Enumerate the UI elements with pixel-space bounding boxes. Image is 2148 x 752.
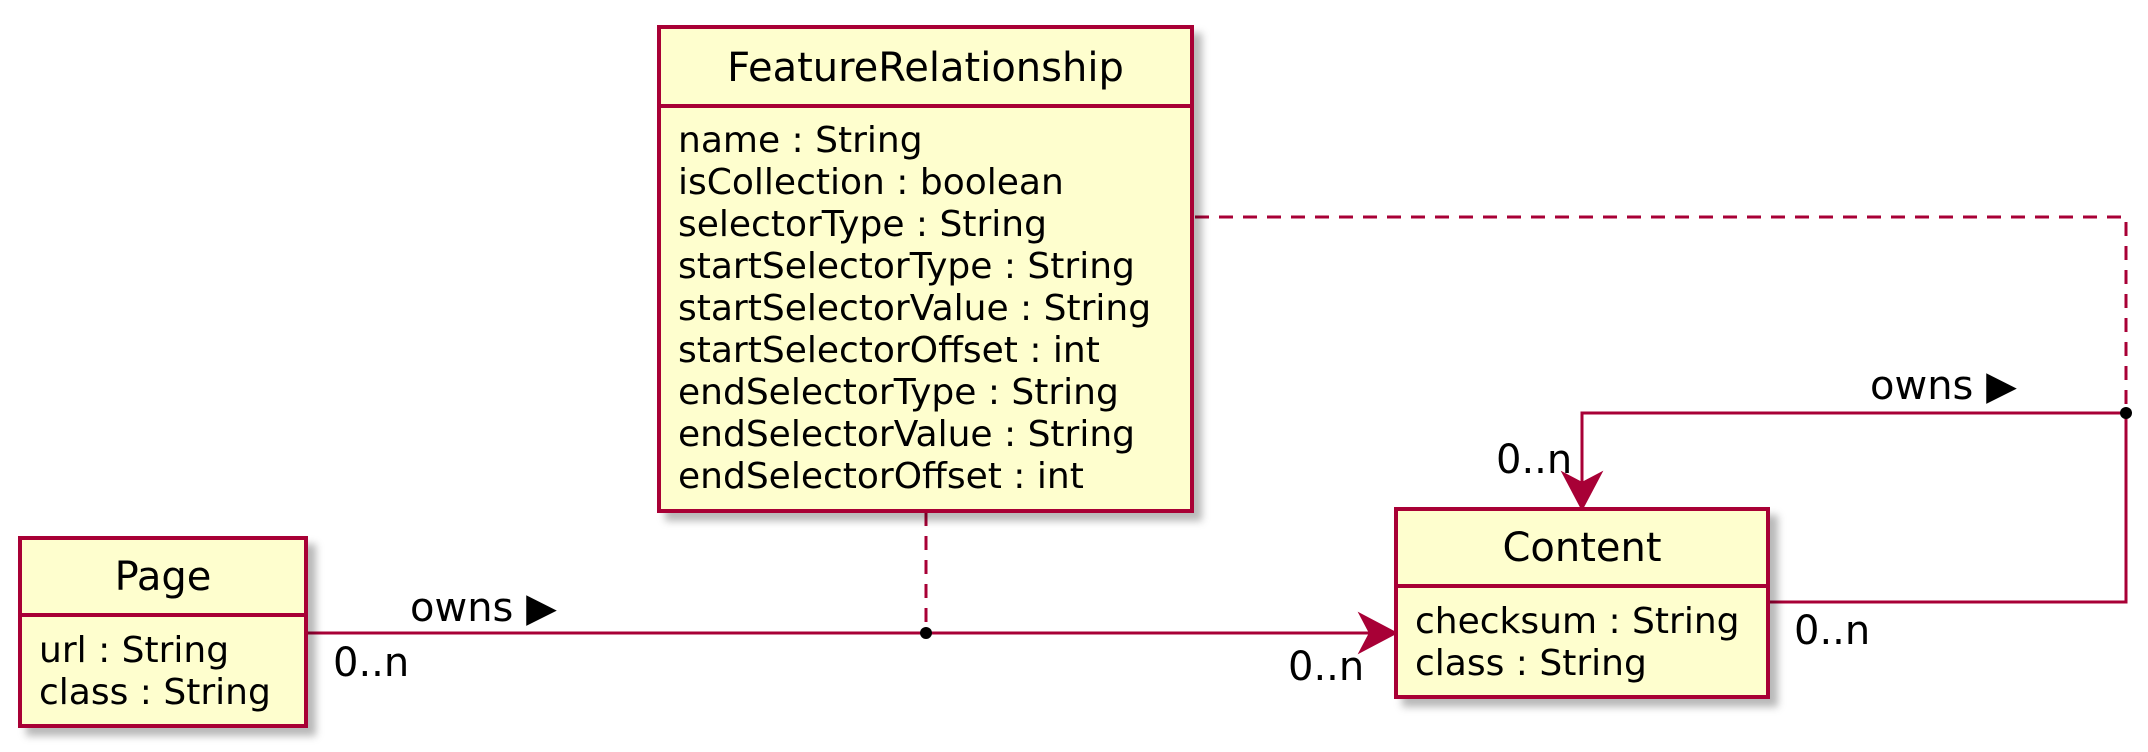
arrowhead-icon — [1357, 611, 1399, 655]
association-page-content: owns ▶ 0..n 0..n — [306, 585, 1399, 690]
junction-dot — [920, 627, 932, 639]
class-attribute: endSelectorValue : String — [678, 414, 1135, 455]
class-attribute: isCollection : boolean — [678, 162, 1064, 203]
class-box — [18, 536, 308, 728]
class-content[interactable]: Content checksum : String class : String — [1394, 507, 1770, 699]
arrowhead-icon — [1560, 470, 1604, 512]
class-name: Page — [115, 554, 212, 600]
source-multiplicity: 0..n — [333, 640, 409, 686]
class-attribute: startSelectorOffset : int — [678, 330, 1100, 371]
class-page[interactable]: Page url : String class : String — [18, 536, 308, 728]
class-attribute: endSelectorType : String — [678, 372, 1119, 413]
target-multiplicity: 0..n — [1496, 437, 1572, 483]
class-attribute: endSelectorOffset : int — [678, 456, 1084, 497]
class-attribute: selectorType : String — [678, 204, 1047, 245]
class-attribute: class : String — [39, 672, 271, 713]
association-label: owns ▶ — [1870, 363, 2017, 409]
class-attribute: url : String — [39, 630, 229, 671]
class-feature-relationship[interactable]: FeatureRelationship name : String isColl… — [657, 25, 1194, 513]
target-multiplicity: 0..n — [1288, 644, 1364, 690]
association-class-links — [920, 215, 2132, 639]
dashed-link-content-self — [1195, 215, 2128, 413]
junction-dot — [2120, 407, 2132, 419]
class-attribute: name : String — [678, 120, 923, 161]
class-box — [1394, 507, 1770, 699]
class-attribute: class : String — [1415, 643, 1647, 684]
class-name: Content — [1502, 525, 1661, 571]
class-attribute: startSelectorValue : String — [678, 288, 1151, 329]
source-multiplicity: 0..n — [1794, 608, 1870, 654]
association-content-self: owns ▶ 0..n 0..n — [1496, 363, 2128, 654]
class-name: FeatureRelationship — [727, 45, 1124, 91]
association-label: owns ▶ — [410, 585, 557, 631]
class-attribute: startSelectorType : String — [678, 246, 1135, 287]
class-attribute: checksum : String — [1415, 601, 1740, 642]
